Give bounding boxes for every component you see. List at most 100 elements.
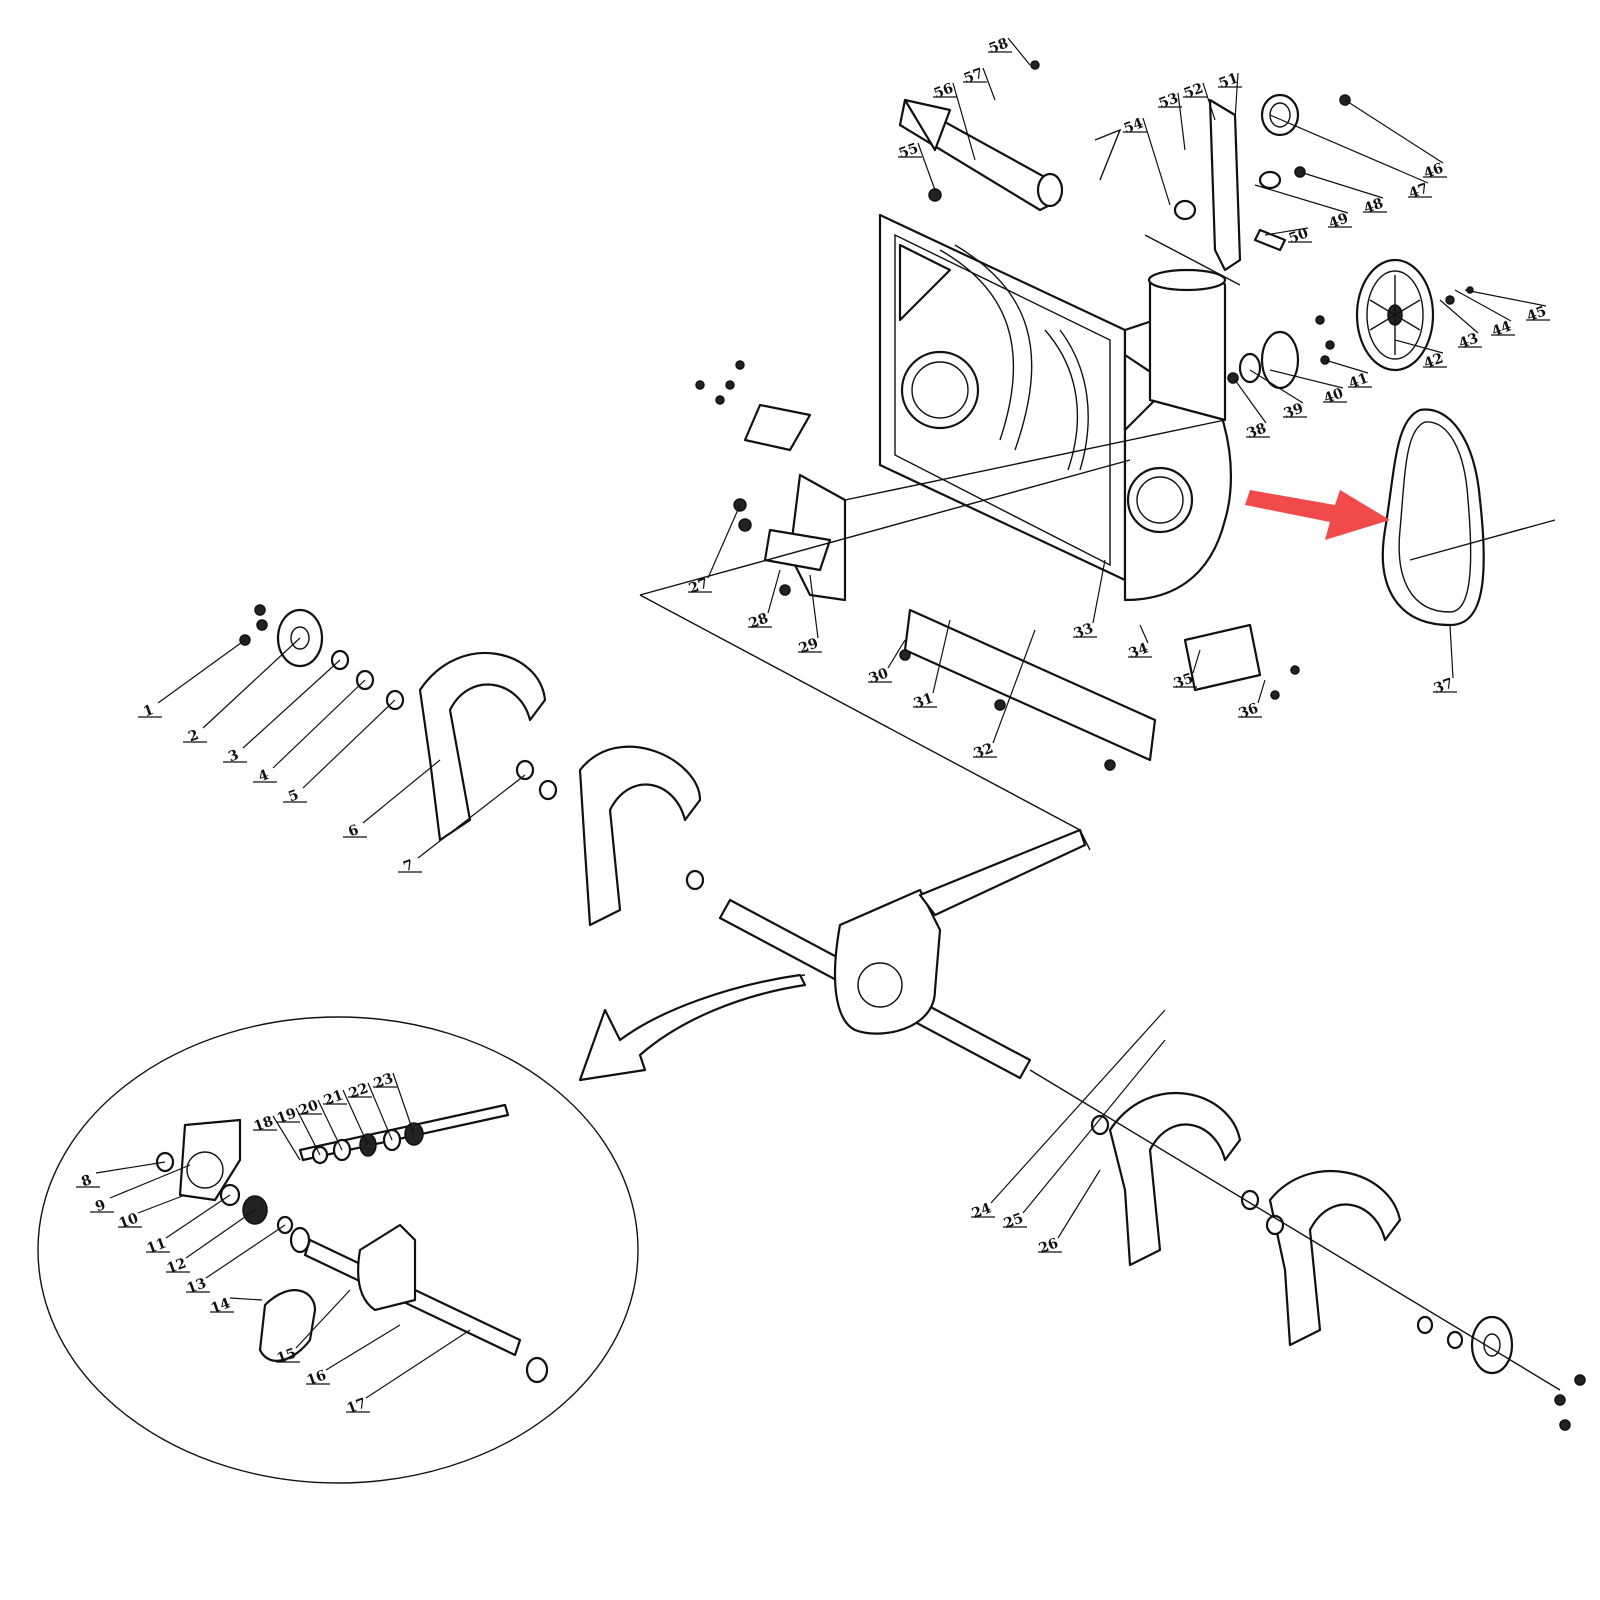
callout-leader-18: [272, 1115, 301, 1161]
callout-leader-55: [917, 142, 936, 191]
callout-label-54: 54: [1122, 115, 1146, 137]
callout-leader-1: [157, 639, 246, 704]
callout-leader-40: [1269, 369, 1344, 389]
callout-label-58: 58: [987, 35, 1011, 57]
callout-label-20: 20: [297, 1097, 321, 1119]
callout-label-28: 28: [747, 610, 771, 632]
callout-label-56: 56: [932, 80, 956, 102]
callout-label-22: 22: [347, 1080, 371, 1102]
callout-label-14: 14: [209, 1295, 233, 1317]
callout-leader-34: [1139, 624, 1149, 644]
callout-label-45: 45: [1525, 303, 1549, 325]
callout-leader-16: [325, 1324, 401, 1371]
impeller: [733, 473, 847, 602]
callout-label-30: 30: [867, 665, 891, 687]
callout-leader-8: [95, 1161, 166, 1174]
auger-housing: [878, 213, 1233, 602]
callout-label-25: 25: [1002, 1210, 1026, 1232]
callout-label-17: 17: [345, 1395, 369, 1417]
callout-leader-51: [1234, 72, 1239, 121]
callout-label-23: 23: [372, 1070, 396, 1092]
callout-leader-57: [982, 67, 996, 101]
callout-label-11: 11: [145, 1235, 169, 1257]
callout-leader-13: [205, 1224, 286, 1279]
callout-label-6: 6: [346, 822, 361, 840]
callout-label-34: 34: [1127, 640, 1151, 662]
callout-leader-24: [990, 1009, 1166, 1204]
callout-leader-41: [1324, 359, 1369, 374]
callout-leader-31: [932, 619, 951, 694]
callout-label-5: 5: [286, 787, 301, 805]
callout-label-41: 41: [1347, 370, 1371, 392]
callout-label-15: 15: [275, 1345, 299, 1367]
callout-leader-10: [137, 1194, 186, 1214]
callout-label-10: 10: [117, 1210, 141, 1232]
callout-leader-6: [362, 759, 441, 824]
callout-leader-19: [295, 1107, 321, 1156]
callout-leader-22: [367, 1082, 393, 1141]
callout-leader-33: [1092, 559, 1106, 624]
callout-leader-5: [302, 699, 396, 789]
callout-leader-29: [809, 574, 819, 639]
callout-leader-50: [1264, 227, 1309, 236]
callout-label-32: 32: [972, 740, 996, 762]
callout-label-21: 21: [322, 1087, 346, 1109]
pulley-assembly: [1227, 258, 1474, 390]
callout-label-35: 35: [1172, 670, 1196, 692]
callout-label-51: 51: [1217, 70, 1241, 92]
callout-leader-28: [767, 569, 781, 614]
callout-leader-44: [1454, 289, 1512, 322]
gearbox-detail-inset: [37, 1016, 639, 1484]
callout-label-37: 37: [1432, 675, 1456, 697]
callout-label-4: 4: [256, 767, 271, 785]
callout-leader-56: [952, 82, 976, 161]
callout-leader-48: [1299, 171, 1384, 199]
callout-leader-39: [1249, 369, 1304, 404]
callout-label-42: 42: [1422, 350, 1446, 372]
callout-label-16: 16: [305, 1367, 329, 1389]
callout-leader-36: [1257, 679, 1266, 704]
callout-leader-11: [165, 1194, 231, 1239]
callout-label-24: 24: [970, 1200, 994, 1222]
callout-label-52: 52: [1182, 80, 1206, 102]
callout-label-26: 26: [1037, 1235, 1061, 1257]
callout-leader-45: [1464, 289, 1547, 307]
callout-label-13: 13: [185, 1275, 209, 1297]
callout-leader-49: [1254, 184, 1349, 214]
callout-label-38: 38: [1245, 420, 1269, 442]
callout-label-12: 12: [165, 1255, 189, 1277]
callout-leader-21: [342, 1089, 369, 1146]
callout-label-18: 18: [252, 1113, 276, 1135]
callout-label-29: 29: [797, 635, 821, 657]
callout-leader-43: [1439, 299, 1479, 334]
drive-belt: [1381, 408, 1556, 627]
callout-label-50: 50: [1287, 225, 1311, 247]
callout-leader-47: [1269, 114, 1429, 184]
callout-leader-30: [887, 639, 906, 669]
callout-label-2: 2: [186, 727, 201, 745]
callout-leader-58: [1007, 37, 1031, 66]
callout-label-43: 43: [1457, 330, 1481, 352]
callout-leader-4: [272, 679, 366, 769]
callout-label-39: 39: [1282, 400, 1306, 422]
gearbox-and-shaft: [578, 828, 1087, 1082]
chute-control-parts: [898, 60, 1351, 286]
callout-label-55: 55: [897, 140, 921, 162]
callout-label-36: 36: [1237, 700, 1261, 722]
callout-label-49: 49: [1327, 210, 1351, 232]
callout-leader-3: [242, 659, 341, 749]
callout-label-46: 46: [1422, 160, 1446, 182]
callout-label-53: 53: [1157, 90, 1181, 112]
callout-label-9: 9: [93, 1197, 108, 1215]
callout-leader-25: [1022, 1039, 1166, 1214]
callout-leader-15: [295, 1289, 351, 1349]
callout-leader-9: [109, 1164, 191, 1199]
callout-label-40: 40: [1322, 385, 1346, 407]
callout-leader-17: [365, 1329, 471, 1399]
callout-leader-23: [392, 1072, 415, 1135]
left-auger: [239, 604, 705, 927]
callout-label-47: 47: [1407, 180, 1431, 202]
scraper-and-skids: [695, 360, 1300, 771]
